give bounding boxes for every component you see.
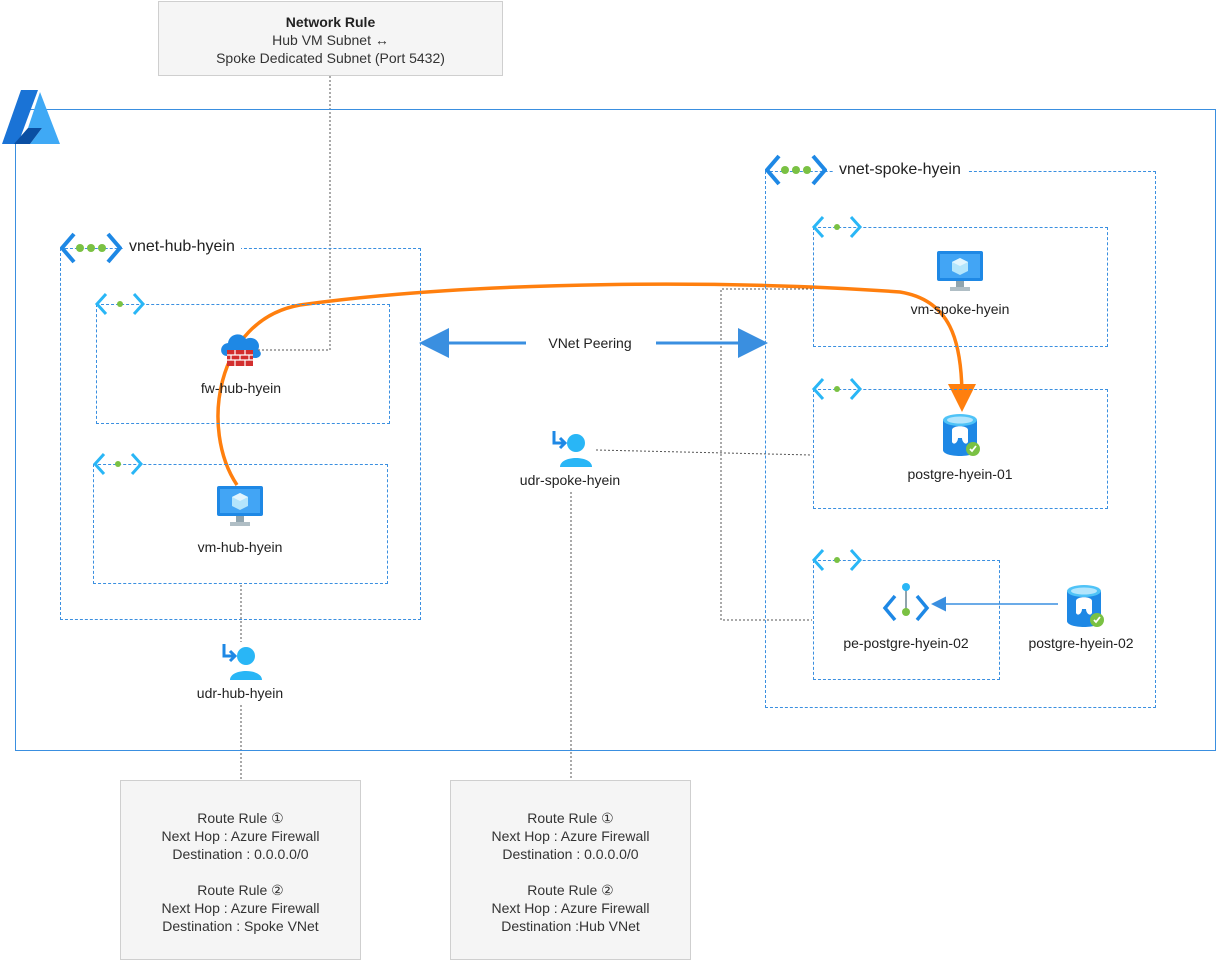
hub-vnet-name: vnet-hub-hyein xyxy=(123,238,241,256)
azure-logo-icon xyxy=(2,90,60,144)
azure-boundary xyxy=(15,109,1216,751)
hub-udr-label: udr-hub-hyein xyxy=(196,685,284,701)
postgresql-database-icon xyxy=(943,414,980,456)
hub-vm-label: vm-hub-hyein xyxy=(197,539,283,555)
network-rule-line1: Hub VM Subnet ↔ xyxy=(272,32,389,48)
route-rule-destination: Destination :Hub VNet xyxy=(501,918,640,934)
spoke-db2-label: postgre-hyein-02 xyxy=(1028,635,1134,651)
route-table-icon xyxy=(222,644,262,680)
firewall-icon xyxy=(221,334,261,366)
spoke-vm-subnet xyxy=(813,227,1108,347)
route-rule-next-hop: Next Hop : Azure Firewall xyxy=(491,828,650,844)
postgresql-database-icon xyxy=(1067,585,1104,627)
hub-route-rules-note: Route Rule ① Next Hop : Azure Firewall D… xyxy=(120,780,361,960)
traffic-flow-path xyxy=(216,282,976,486)
subnet-icon xyxy=(811,215,863,239)
connector-spoke-udr-subnet xyxy=(595,449,813,456)
route-rule-title: Route Rule ① xyxy=(527,810,614,826)
route-rule-next-hop: Next Hop : Azure Firewall xyxy=(491,900,650,916)
hub-firewall-subnet xyxy=(96,304,390,424)
network-rule-note: Network Rule Hub VM Subnet ↔ Spoke Dedic… xyxy=(158,1,503,76)
route-rule-next-hop: Next Hop : Azure Firewall xyxy=(161,900,320,916)
connector-udr-subnets xyxy=(720,288,812,621)
hub-vm-subnet xyxy=(93,464,388,584)
route-rule-next-hop: Next Hop : Azure Firewall xyxy=(161,828,320,844)
connector-network-rule xyxy=(258,76,331,351)
subnet-icon xyxy=(811,377,863,401)
vnet-peering-label: VNet Peering xyxy=(548,335,632,351)
subnet-icon xyxy=(94,292,146,316)
hub-vnet-icon xyxy=(60,232,122,264)
spoke-db1-label: postgre-hyein-01 xyxy=(907,466,1013,482)
private-endpoint-icon xyxy=(882,583,930,622)
spoke-vnet-icon xyxy=(765,154,827,186)
spoke-route-rules-note: Route Rule ① Next Hop : Azure Firewall D… xyxy=(450,780,691,960)
network-rule-line2: Spoke Dedicated Subnet (Port 5432) xyxy=(216,50,445,66)
route-rule-title: Route Rule ① xyxy=(197,810,284,826)
spoke-pe-subnet xyxy=(813,560,1000,680)
route-rule-destination: Destination : 0.0.0.0/0 xyxy=(172,846,309,862)
route-table-icon xyxy=(552,431,592,467)
route-rule-destination: Destination : 0.0.0.0/0 xyxy=(502,846,639,862)
firewall-label: fw-hub-hyein xyxy=(200,380,282,396)
network-rule-title: Network Rule xyxy=(285,14,376,30)
spoke-db-subnet xyxy=(813,389,1108,509)
virtual-machine-icon xyxy=(937,251,983,291)
spoke-vnet-name: vnet-spoke-hyein xyxy=(833,161,967,179)
virtual-machine-icon xyxy=(217,486,263,526)
subnet-icon xyxy=(92,452,144,476)
subnet-icon xyxy=(811,548,863,572)
route-rule-destination: Destination : Spoke VNet xyxy=(162,918,319,934)
spoke-vm-label: vm-spoke-hyein xyxy=(910,301,1010,317)
route-rule-title: Route Rule ② xyxy=(197,882,284,898)
spoke-udr-label: udr-spoke-hyein xyxy=(519,472,621,488)
private-endpoint-label: pe-postgre-hyein-02 xyxy=(843,635,969,651)
route-rule-title: Route Rule ② xyxy=(527,882,614,898)
